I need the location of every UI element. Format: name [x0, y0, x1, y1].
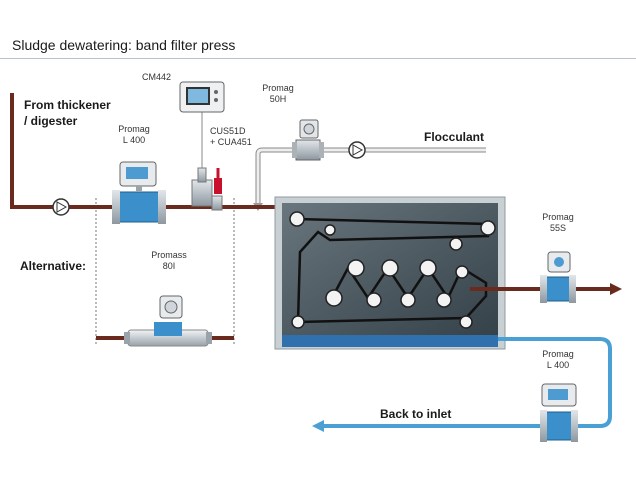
cm442-label: CM442 [142, 72, 172, 82]
cus51d-sensor-valve [191, 112, 223, 211]
promag-55s-label-line2: 55S [549, 223, 567, 233]
back-to-inlet-label: Back to inlet [380, 407, 452, 421]
promag-55s-label-line1: Promag [542, 212, 574, 222]
cm442-transmitter [179, 81, 225, 113]
promag-l400-return-label-line1: Promag [542, 349, 574, 359]
roller [381, 259, 399, 277]
return-arrowhead [312, 420, 324, 432]
promag-l400-inlet-label-line2: L 400 [122, 135, 146, 145]
promag-55s-meter [540, 251, 576, 303]
roller [325, 289, 343, 307]
from-thickener-label-line2: / digester [24, 114, 78, 128]
return-pipe [312, 337, 612, 432]
roller [291, 315, 305, 329]
from-thickener-label-line1: From thickener [24, 98, 111, 112]
flocculant-label: Flocculant [424, 130, 485, 144]
cus51d-label-line1: CUS51D [210, 126, 246, 136]
promag-l400-return-meter [540, 383, 578, 442]
promass-80i-meter [124, 295, 212, 347]
promass-80i-label-line2: 80I [162, 261, 176, 271]
promag-50h-label-line1: Promag [262, 83, 294, 93]
roller [480, 220, 496, 236]
roller [324, 224, 336, 236]
outlet-arrowhead [610, 283, 622, 295]
promass-80i-label-line1: Promass [151, 250, 187, 260]
promag-l400-inlet-meter [112, 161, 166, 224]
rollers [289, 211, 496, 329]
promag-50h-meter [292, 119, 324, 161]
roller [347, 259, 365, 277]
cus51d-label-line2: + CUA451 [210, 137, 252, 147]
promag-l400-return-label-line2: L 400 [546, 360, 570, 370]
alternative-label: Alternative: [20, 259, 87, 273]
promag-50h-label-line2: 50H [269, 94, 287, 104]
roller [459, 315, 473, 329]
flocculant-pump [348, 141, 366, 159]
inlet-pump [52, 198, 70, 216]
page-title: Sludge dewatering: band filter press [12, 37, 236, 53]
roller [289, 211, 305, 227]
roller [455, 265, 469, 279]
roller [366, 292, 382, 308]
roller [436, 292, 452, 308]
title-divider [0, 58, 636, 59]
roller [449, 237, 463, 251]
roller [400, 292, 416, 308]
roller [419, 259, 437, 277]
band-filter-press [274, 196, 506, 350]
promag-l400-inlet-label-line1: Promag [118, 124, 150, 134]
